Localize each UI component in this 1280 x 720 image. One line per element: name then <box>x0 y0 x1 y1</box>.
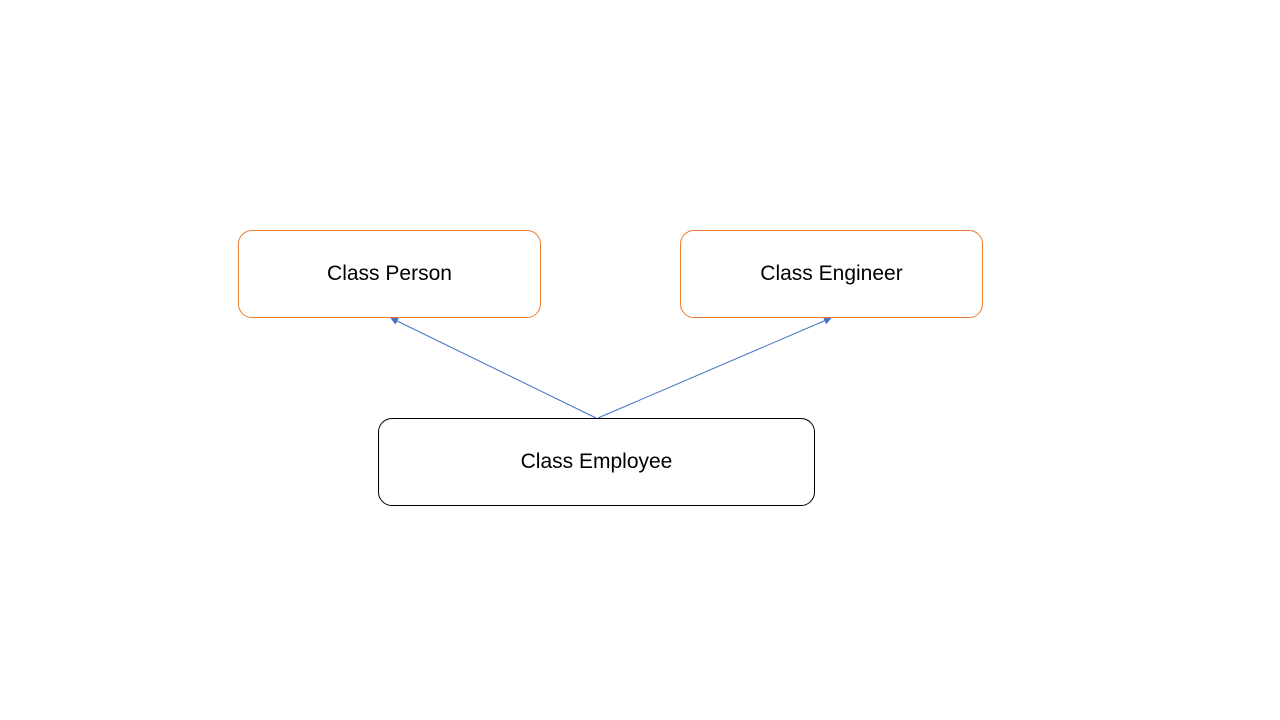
arrow-employee-to-person <box>390 317 597 419</box>
class-person-box[interactable]: Class Person <box>238 230 541 318</box>
class-person-label: Class Person <box>327 262 452 285</box>
class-engineer-box[interactable]: Class Engineer <box>680 230 983 318</box>
arrow-employee-to-engineer <box>597 317 832 419</box>
class-employee-box[interactable]: Class Employee <box>378 418 815 506</box>
class-engineer-label: Class Engineer <box>760 262 903 285</box>
class-employee-label: Class Employee <box>520 450 673 473</box>
